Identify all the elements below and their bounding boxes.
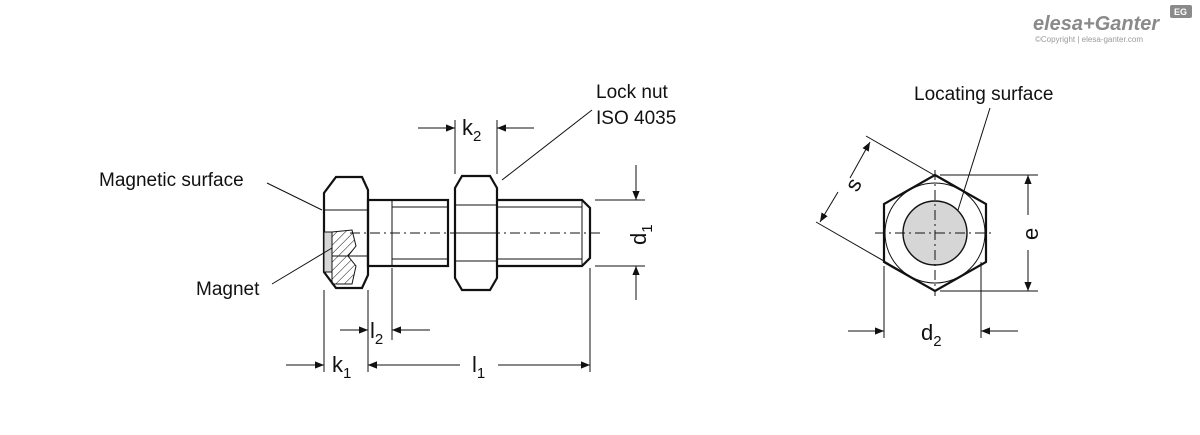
magnet-section-hatch [331, 229, 357, 285]
logo-badge: EG [1174, 7, 1187, 17]
label-magnet: Magnet [196, 279, 260, 300]
ext-line-s-top [865, 135, 961, 191]
threaded-end [497, 198, 592, 268]
dim-d2: d2 [921, 320, 942, 350]
dim-k2: k2 [462, 115, 481, 145]
lock-nut [453, 174, 499, 292]
side-view: k2 d1 l2 k1 l1 Magnetic surface Magnet L… [99, 82, 676, 382]
leader-locating-surface [957, 107, 991, 211]
logo-badge-icon [1170, 5, 1192, 18]
bolt-head [322, 175, 370, 290]
label-locating-surface: Locating surface [914, 84, 1053, 105]
label-lock-nut-standard: ISO 4035 [596, 108, 676, 129]
end-view: s e d2 Locating surface [815, 84, 1053, 350]
copyright-text: ©Copyright | elesa-ganter.com [1035, 35, 1143, 44]
logo-text: elesa+Ganter [1033, 13, 1160, 35]
s-arrow-bottom [819, 191, 839, 223]
leader-magnet [271, 247, 333, 285]
leader-lock-nut [501, 109, 593, 181]
dim-k1: k1 [332, 352, 351, 382]
brand-logo: elesa+Ganter EG ©Copyright | elesa-gante… [1033, 5, 1192, 44]
leader-magnetic-surface [266, 182, 323, 211]
label-lock-nut: Lock nut [596, 82, 669, 103]
dim-d1: d1 [626, 224, 656, 245]
dim-l2: l2 [370, 318, 383, 348]
dim-e: e [1018, 228, 1043, 240]
bolt-shank [366, 198, 450, 268]
dim-l1: l1 [472, 352, 485, 382]
s-arrow-top [849, 141, 871, 179]
label-magnetic-surface: Magnetic surface [99, 170, 244, 191]
ext-line-s-bottom [815, 221, 911, 277]
dim-s: s [840, 173, 867, 195]
